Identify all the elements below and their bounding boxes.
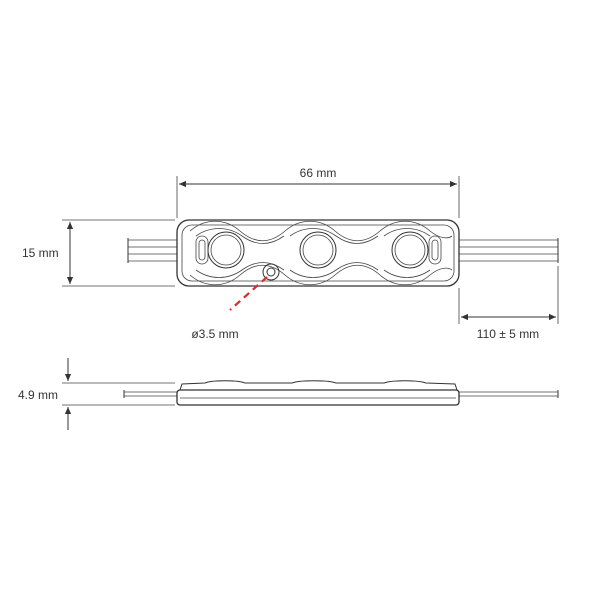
top-view	[127, 219, 559, 311]
led-lens-icon	[391, 231, 429, 269]
right-slot	[428, 235, 442, 265]
length-dimension: 66 mm	[176, 166, 460, 218]
hole-leader-line	[229, 276, 268, 311]
height-dimension: 15 mm	[22, 219, 175, 287]
led-lens-icon	[299, 231, 337, 269]
hole-label: ø3.5 mm	[191, 327, 238, 341]
thickness-dimension: 4.9 mm	[18, 358, 175, 430]
led-lens-icon	[207, 231, 245, 269]
mounting-hole-icon	[262, 263, 280, 281]
right-slot-inner	[431, 239, 439, 261]
thickness-label: 4.9 mm	[18, 388, 58, 402]
left-wires	[127, 238, 178, 263]
cable-label: 110 ± 5 mm	[477, 327, 539, 341]
side-profile	[179, 380, 458, 391]
side-view	[123, 380, 559, 406]
height-label: 15 mm	[22, 246, 59, 260]
left-slot-inner	[198, 239, 206, 261]
module-inner-outline	[181, 224, 455, 282]
cable-dimension: 110 ± 5 mm	[458, 266, 559, 341]
side-base	[176, 389, 460, 406]
right-wires	[458, 238, 559, 263]
length-label: 66 mm	[300, 166, 337, 180]
